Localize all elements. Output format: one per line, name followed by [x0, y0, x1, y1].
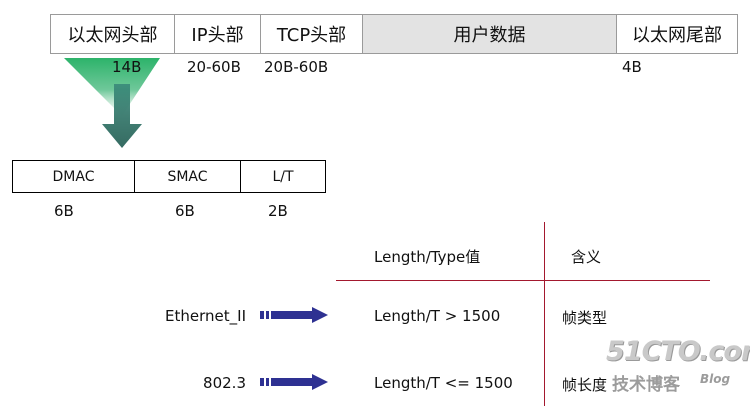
watermark-site: 51CTO.com — [606, 336, 750, 367]
row-label-ethernet-ii: Ethernet_II — [165, 307, 246, 325]
frame-cell-ethernet-trailer: 以太网尾部 — [616, 14, 738, 54]
expand-arrow-icon — [64, 58, 160, 148]
size-smac: 6B — [175, 202, 195, 220]
table-column-divider — [544, 222, 545, 406]
eth-field-smac: SMAC — [134, 160, 240, 193]
table-header-meaning: 含义 — [571, 248, 602, 266]
eth-field-dmac: DMAC — [12, 160, 134, 193]
row-label-8023: 802.3 — [203, 374, 246, 392]
watermark-subtitle: 技术博客 — [612, 375, 680, 395]
size-lt: 2B — [268, 202, 288, 220]
row-meaning-ethernet-ii: 帧类型 — [562, 309, 608, 327]
size-dmac: 6B — [54, 202, 74, 220]
frame-cell-tcp-header: TCP头部 — [260, 14, 362, 54]
size-ethernet-header: 14B — [112, 58, 142, 76]
frame-cell-ethernet-header: 以太网头部 — [50, 14, 174, 54]
right-arrow-icon — [260, 307, 328, 323]
size-ethernet-trailer: 4B — [622, 58, 642, 76]
right-arrow-icon — [260, 374, 328, 390]
size-ip-header: 20-60B — [187, 58, 241, 76]
eth-field-lt: L/T — [240, 160, 326, 193]
table-header-length-type: Length/Type值 — [374, 248, 481, 266]
watermark-blog: Blog — [700, 372, 731, 386]
table-header-divider — [336, 280, 710, 281]
row-meaning-8023: 帧长度 — [562, 376, 608, 394]
size-tcp-header: 20B-60B — [264, 58, 329, 76]
frame-cell-user-data: 用户数据 — [362, 14, 616, 54]
frame-cell-ip-header: IP头部 — [174, 14, 260, 54]
row-condition-ethernet-ii: Length/T > 1500 — [374, 307, 501, 325]
row-condition-8023: Length/T <= 1500 — [374, 374, 513, 392]
